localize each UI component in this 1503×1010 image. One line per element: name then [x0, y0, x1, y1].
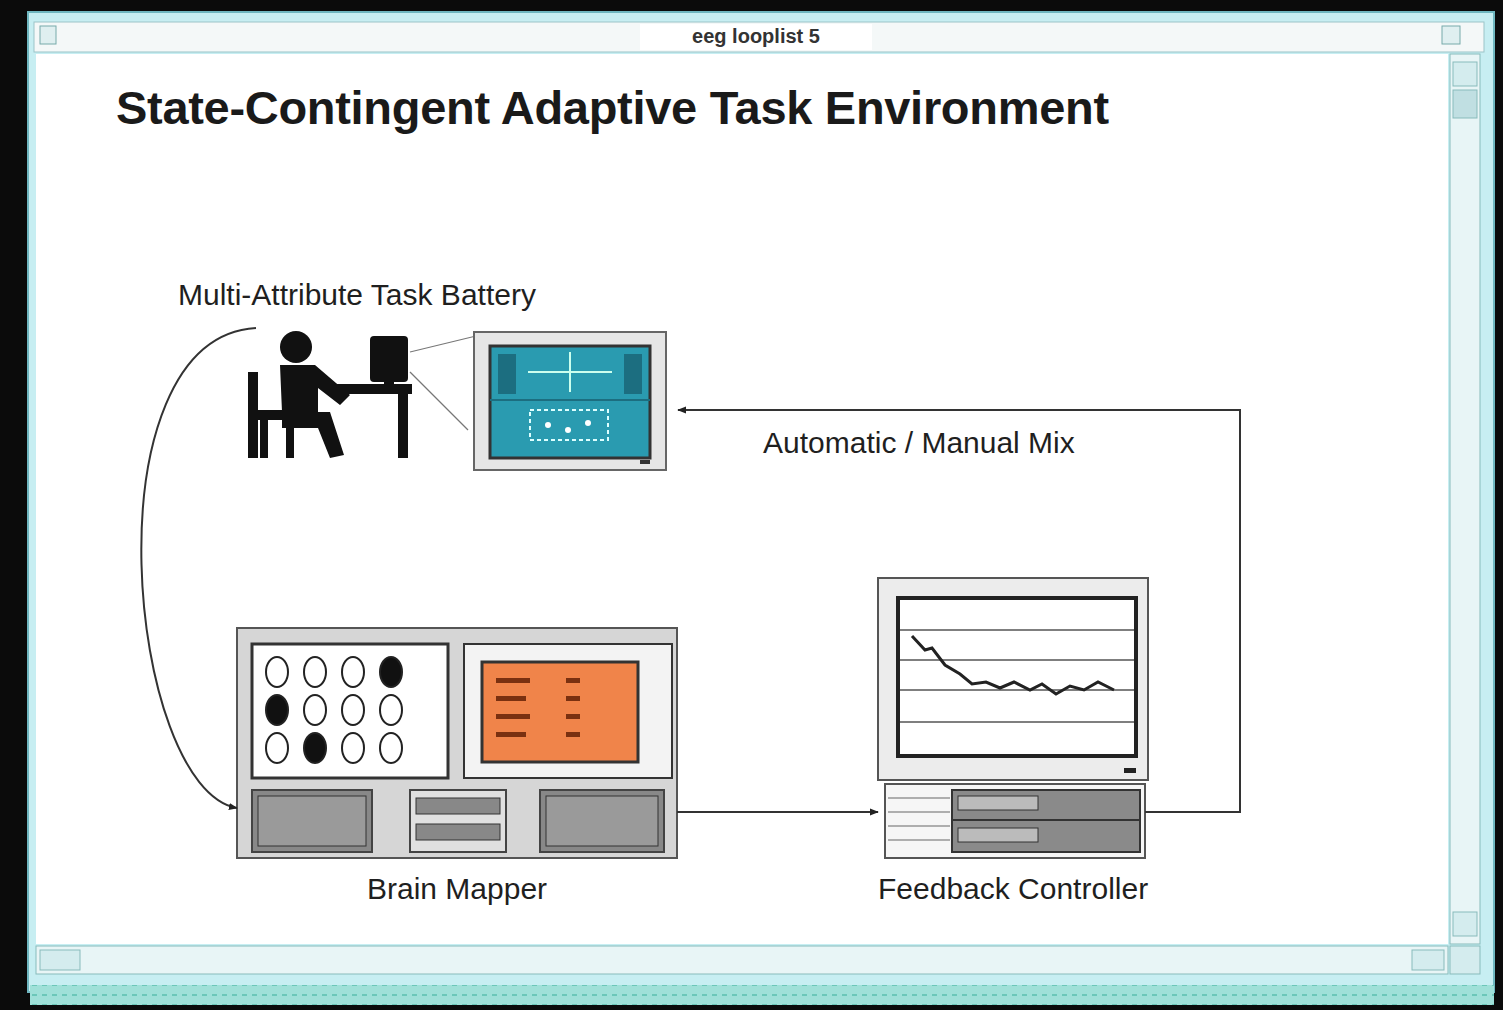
edge-label: Automatic / Manual Mix — [760, 426, 1078, 460]
electrode — [304, 733, 326, 763]
connector-arrow — [141, 328, 256, 808]
device-label: Feedback Controller — [878, 872, 1148, 906]
electrode — [266, 657, 288, 687]
electrode — [266, 733, 288, 763]
electrode — [266, 695, 288, 725]
close-box — [40, 26, 56, 44]
zoom-box — [1442, 26, 1460, 44]
status-strip — [30, 985, 1494, 1005]
electrode — [304, 657, 326, 687]
window-title: eeg looplist 5 — [640, 25, 872, 48]
task-battery-screen — [474, 332, 666, 470]
electrode — [380, 657, 402, 687]
title-bar — [34, 22, 1484, 52]
electrode — [380, 695, 402, 725]
device-node: Multi-Attribute Task Battery — [236, 330, 668, 470]
device-label: Multi-Attribute Task Battery — [178, 278, 536, 312]
brain-mapper-device — [237, 628, 677, 858]
vertical-scrollbar — [1450, 54, 1480, 944]
device-node: Feedback Controller — [878, 578, 1148, 858]
electrode — [380, 733, 402, 763]
slide-title: State-Contingent Adaptive Task Environme… — [116, 80, 1109, 135]
electrode-map — [266, 657, 402, 763]
connector-arrow — [677, 811, 878, 813]
feedback-controller-computer — [878, 578, 1148, 858]
electrode — [342, 733, 364, 763]
window-frame — [28, 12, 1494, 992]
horizontal-scrollbar — [36, 946, 1448, 974]
electrode — [342, 695, 364, 725]
electrode — [304, 695, 326, 725]
device-label: Brain Mapper — [367, 872, 547, 906]
device-node: Brain Mapper — [237, 628, 677, 858]
title-plate — [640, 24, 872, 50]
connector-arrow — [678, 410, 1240, 812]
operator-icon — [248, 331, 412, 458]
electrode — [342, 657, 364, 687]
content-area — [36, 54, 1448, 944]
